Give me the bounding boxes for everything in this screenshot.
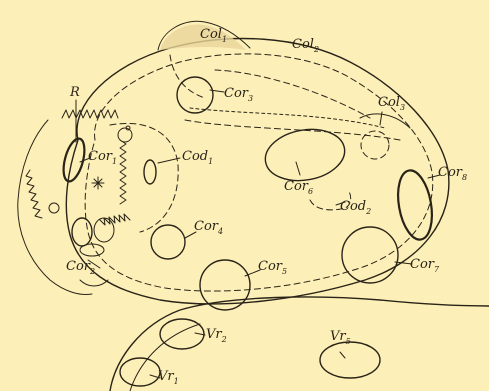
spiky-membrane-inner [120, 140, 126, 204]
cor2-oval-c [80, 244, 104, 256]
col1-inner-dashed [170, 55, 205, 98]
label-cor7: Cor7 [410, 257, 440, 274]
label-cor1: Cor1 [88, 149, 117, 166]
cor7-nucleus [342, 227, 398, 283]
cor5-nucleus [200, 260, 250, 310]
col3-outline [360, 114, 410, 128]
label-vr5: Vr5 [330, 329, 351, 346]
vr1-nucleus [120, 358, 160, 386]
label-vr1: Vr1 [158, 369, 179, 386]
col2-band-lower [185, 120, 400, 140]
small-oval-center [144, 160, 156, 184]
label-cor5: Cor5 [258, 259, 287, 276]
spiky-membrane-bottom [100, 214, 130, 225]
small-circle-top [118, 128, 132, 142]
label-cod1: Cod1 [182, 149, 213, 166]
small-circle-left [49, 203, 59, 213]
cor3-nucleus [177, 77, 213, 113]
label-col1: Col1 [200, 27, 227, 44]
label-vr2: Vr2 [206, 327, 227, 344]
spiky-membrane-left [62, 110, 118, 118]
vr2-nucleus [160, 319, 204, 349]
inner-dashed-outline [85, 54, 433, 291]
leader-lines [76, 90, 440, 378]
cor4-nucleus [151, 225, 185, 259]
label-cod2: Cod2 [340, 199, 371, 216]
label-col2: Col2 [292, 37, 319, 54]
label-r: R [69, 85, 80, 100]
label-cor4: Cor4 [194, 219, 223, 236]
col3-dashed-circle [361, 131, 389, 159]
star-mark [92, 177, 104, 189]
cor2-oval-b [94, 218, 114, 242]
left-zigzag [26, 170, 42, 218]
vr5-nucleus [320, 342, 380, 378]
cor2-oval-a [72, 218, 92, 246]
label-cor6: Cor6 [284, 179, 313, 196]
label-cor3: Cor3 [224, 86, 253, 103]
cor2-hatched [80, 280, 108, 286]
label-cor8: Cor8 [438, 165, 467, 182]
